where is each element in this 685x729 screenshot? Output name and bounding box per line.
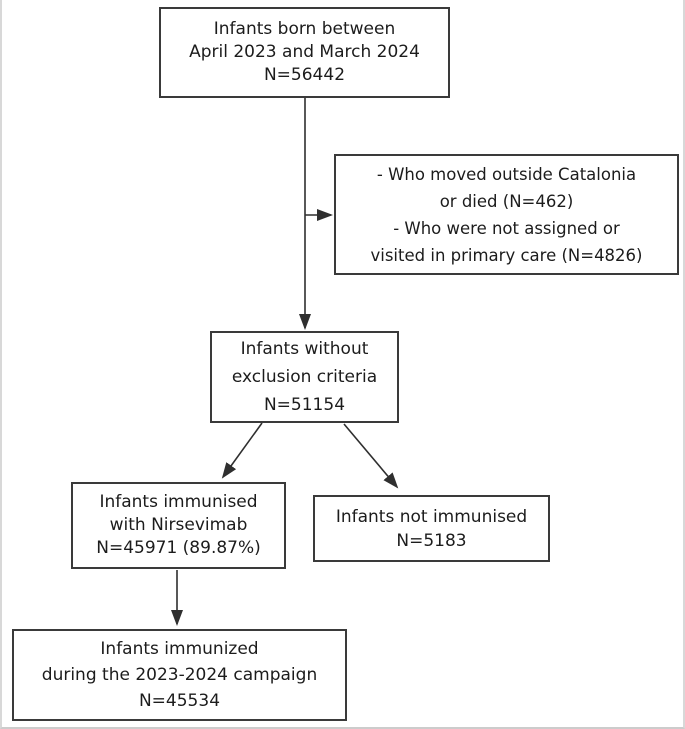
- arrow-eligible-to-not-immunised: [343, 423, 399, 489]
- node-text-line: N=45971 (89.87%): [96, 538, 261, 558]
- node-text-line: - Who moved outside Catalonia: [376, 164, 637, 184]
- node-text-line: - Who were not assigned or: [393, 218, 620, 238]
- node-text-line: Infants not immunised: [335, 506, 528, 527]
- node-infants-immunized-campaign: Infants immunized during the 2023-2024 c…: [12, 629, 347, 721]
- node-text-line: or died (N=462): [439, 191, 574, 211]
- node-text-line: visited in primary care (N=4826): [370, 245, 643, 265]
- node-text-line: N=5183: [396, 530, 467, 551]
- arrow-eligible-to-immunised: [221, 422, 263, 479]
- node-text-line: N=45534: [138, 691, 221, 711]
- node-text-line: N=51154: [263, 395, 346, 415]
- node-text-line: with Nirsevimab: [109, 515, 248, 535]
- node-text-line: Infants without: [240, 339, 369, 359]
- node-text-line: during the 2023-2024 campaign: [41, 665, 318, 685]
- node-text-line: April 2023 and March 2024: [189, 42, 420, 62]
- node-exclusions: - Who moved outside Catalonia or died (N…: [334, 154, 679, 275]
- node-text-line: exclusion criteria: [231, 367, 378, 387]
- node-infants-born: Infants born between April 2023 and Marc…: [159, 7, 450, 98]
- node-text-line: Infants born between: [213, 19, 396, 39]
- node-text-line: Infants immunized: [100, 639, 259, 659]
- node-infants-immunised: Infants immunised with Nirsevimab N=4597…: [71, 482, 286, 569]
- node-text-line: Infants immunised: [99, 492, 258, 512]
- node-infants-not-immunised: Infants not immunised N=5183: [313, 495, 550, 562]
- node-infants-without-exclusion: Infants without exclusion criteria N=511…: [210, 331, 399, 423]
- node-text-line: N=56442: [263, 65, 346, 85]
